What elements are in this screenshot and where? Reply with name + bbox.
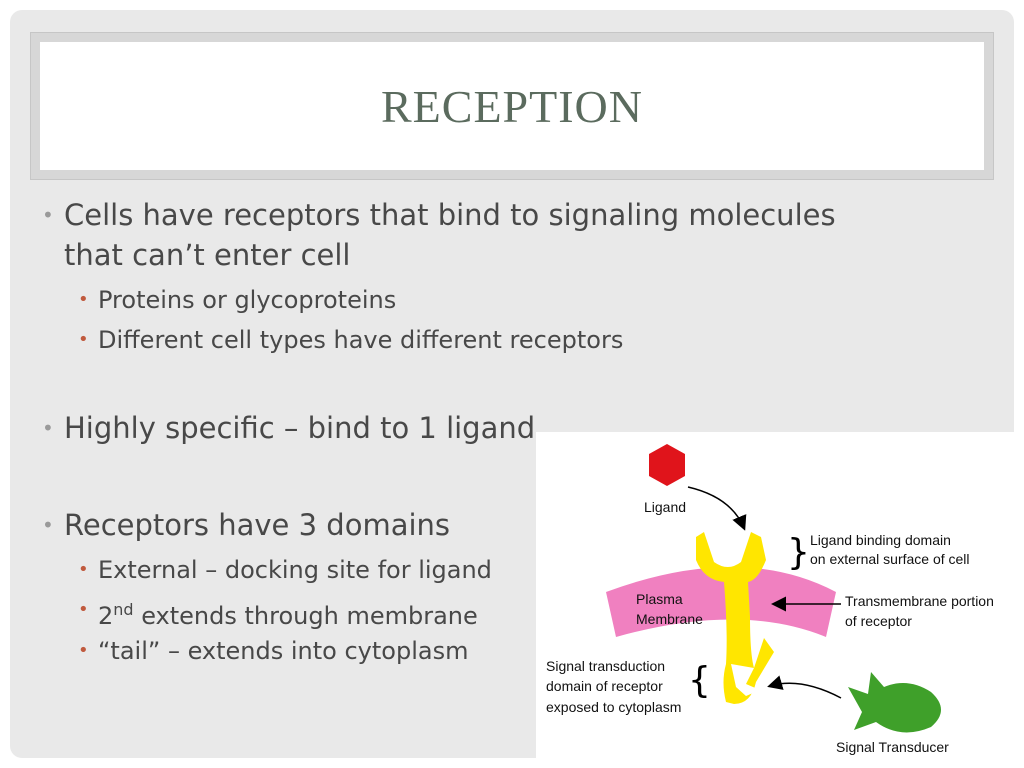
transducer-label: Signal Transducer [836,739,949,755]
sub-bullet-text: External – docking site for ligand [98,556,492,584]
bullet-receptors: • Cells have receptors that bind to sign… [42,195,836,235]
signal-transducer-shape [848,672,941,733]
binding-brace-icon: } [787,532,810,573]
bullet-text: that can’t enter cell [64,238,351,272]
ligand-arrow [687,486,747,531]
transducer-arrow [767,675,842,699]
sub-bullet-text: extends through membrane [133,602,478,630]
sub-bullet-prefix: 2 [98,602,114,630]
sub-bullet-proteins: • Proteins or glycoproteins [78,283,397,317]
sub-bullet-text: “tail” – extends into cytoplasm [98,637,469,665]
slide-title: RECEPTION [381,80,643,132]
receptor-shape [696,532,774,704]
bullet-dot-icon: • [78,329,89,350]
bullet-specific: • Highly specific – bind to 1 ligand [42,408,536,448]
bullet-domains: • Receptors have 3 domains [42,505,451,545]
bullet-receptors-cont: that can’t enter cell [64,235,351,275]
sub-bullet-text: Different cell types have different rece… [98,326,624,354]
bullet-dot-icon: • [42,513,54,537]
ligand-shape [649,444,685,486]
title-box: RECEPTION [40,42,984,170]
bullet-text: Highly specific – bind to 1 ligand [64,411,536,445]
sub-bullet-tail: • “tail” – extends into cytoplasm [78,634,469,668]
bullet-dot-icon: • [42,416,54,440]
membrane-label-1: Plasma [636,591,683,607]
bullet-dot-icon: • [78,640,89,661]
bullet-dot-icon: • [42,203,54,227]
sub-bullet-text: Proteins or glycoproteins [98,286,397,314]
plasma-membrane-shape [606,567,836,637]
bullet-dot-icon: • [78,599,89,620]
signal-domain-label-2: domain of receptor [546,678,663,694]
superscript-nd: nd [113,600,134,619]
signal-domain-label-3: exposed to cytoplasm [546,699,681,715]
ligand-label: Ligand [644,499,686,515]
signal-domain-label-1: Signal transduction [546,658,665,674]
sub-bullet-second: • 2nd extends through membrane [78,593,478,633]
binding-domain-label-2: on external surface of cell [810,551,970,567]
binding-domain-label-1: Ligand binding domain [810,532,951,548]
signal-domain-notch [731,664,760,696]
bullet-dot-icon: • [78,289,89,310]
membrane-label-2: Membrane [636,611,703,627]
bullet-dot-icon: • [78,559,89,580]
title-frame: RECEPTION [30,32,994,180]
sub-bullet-external: • External – docking site for ligand [78,553,492,587]
transmembrane-label-1: Transmembrane portion [845,593,994,609]
sub-bullet-cell-types: • Different cell types have different re… [78,323,624,357]
signal-brace-icon: { [688,660,711,701]
transmembrane-label-2: of receptor [845,613,912,629]
bullet-text: Cells have receptors that bind to signal… [64,198,836,232]
bullet-text: Receptors have 3 domains [64,508,451,542]
receptor-diagram: } { Ligand Ligand binding domain on exte… [536,432,1014,758]
slide: RECEPTION [10,10,1014,758]
